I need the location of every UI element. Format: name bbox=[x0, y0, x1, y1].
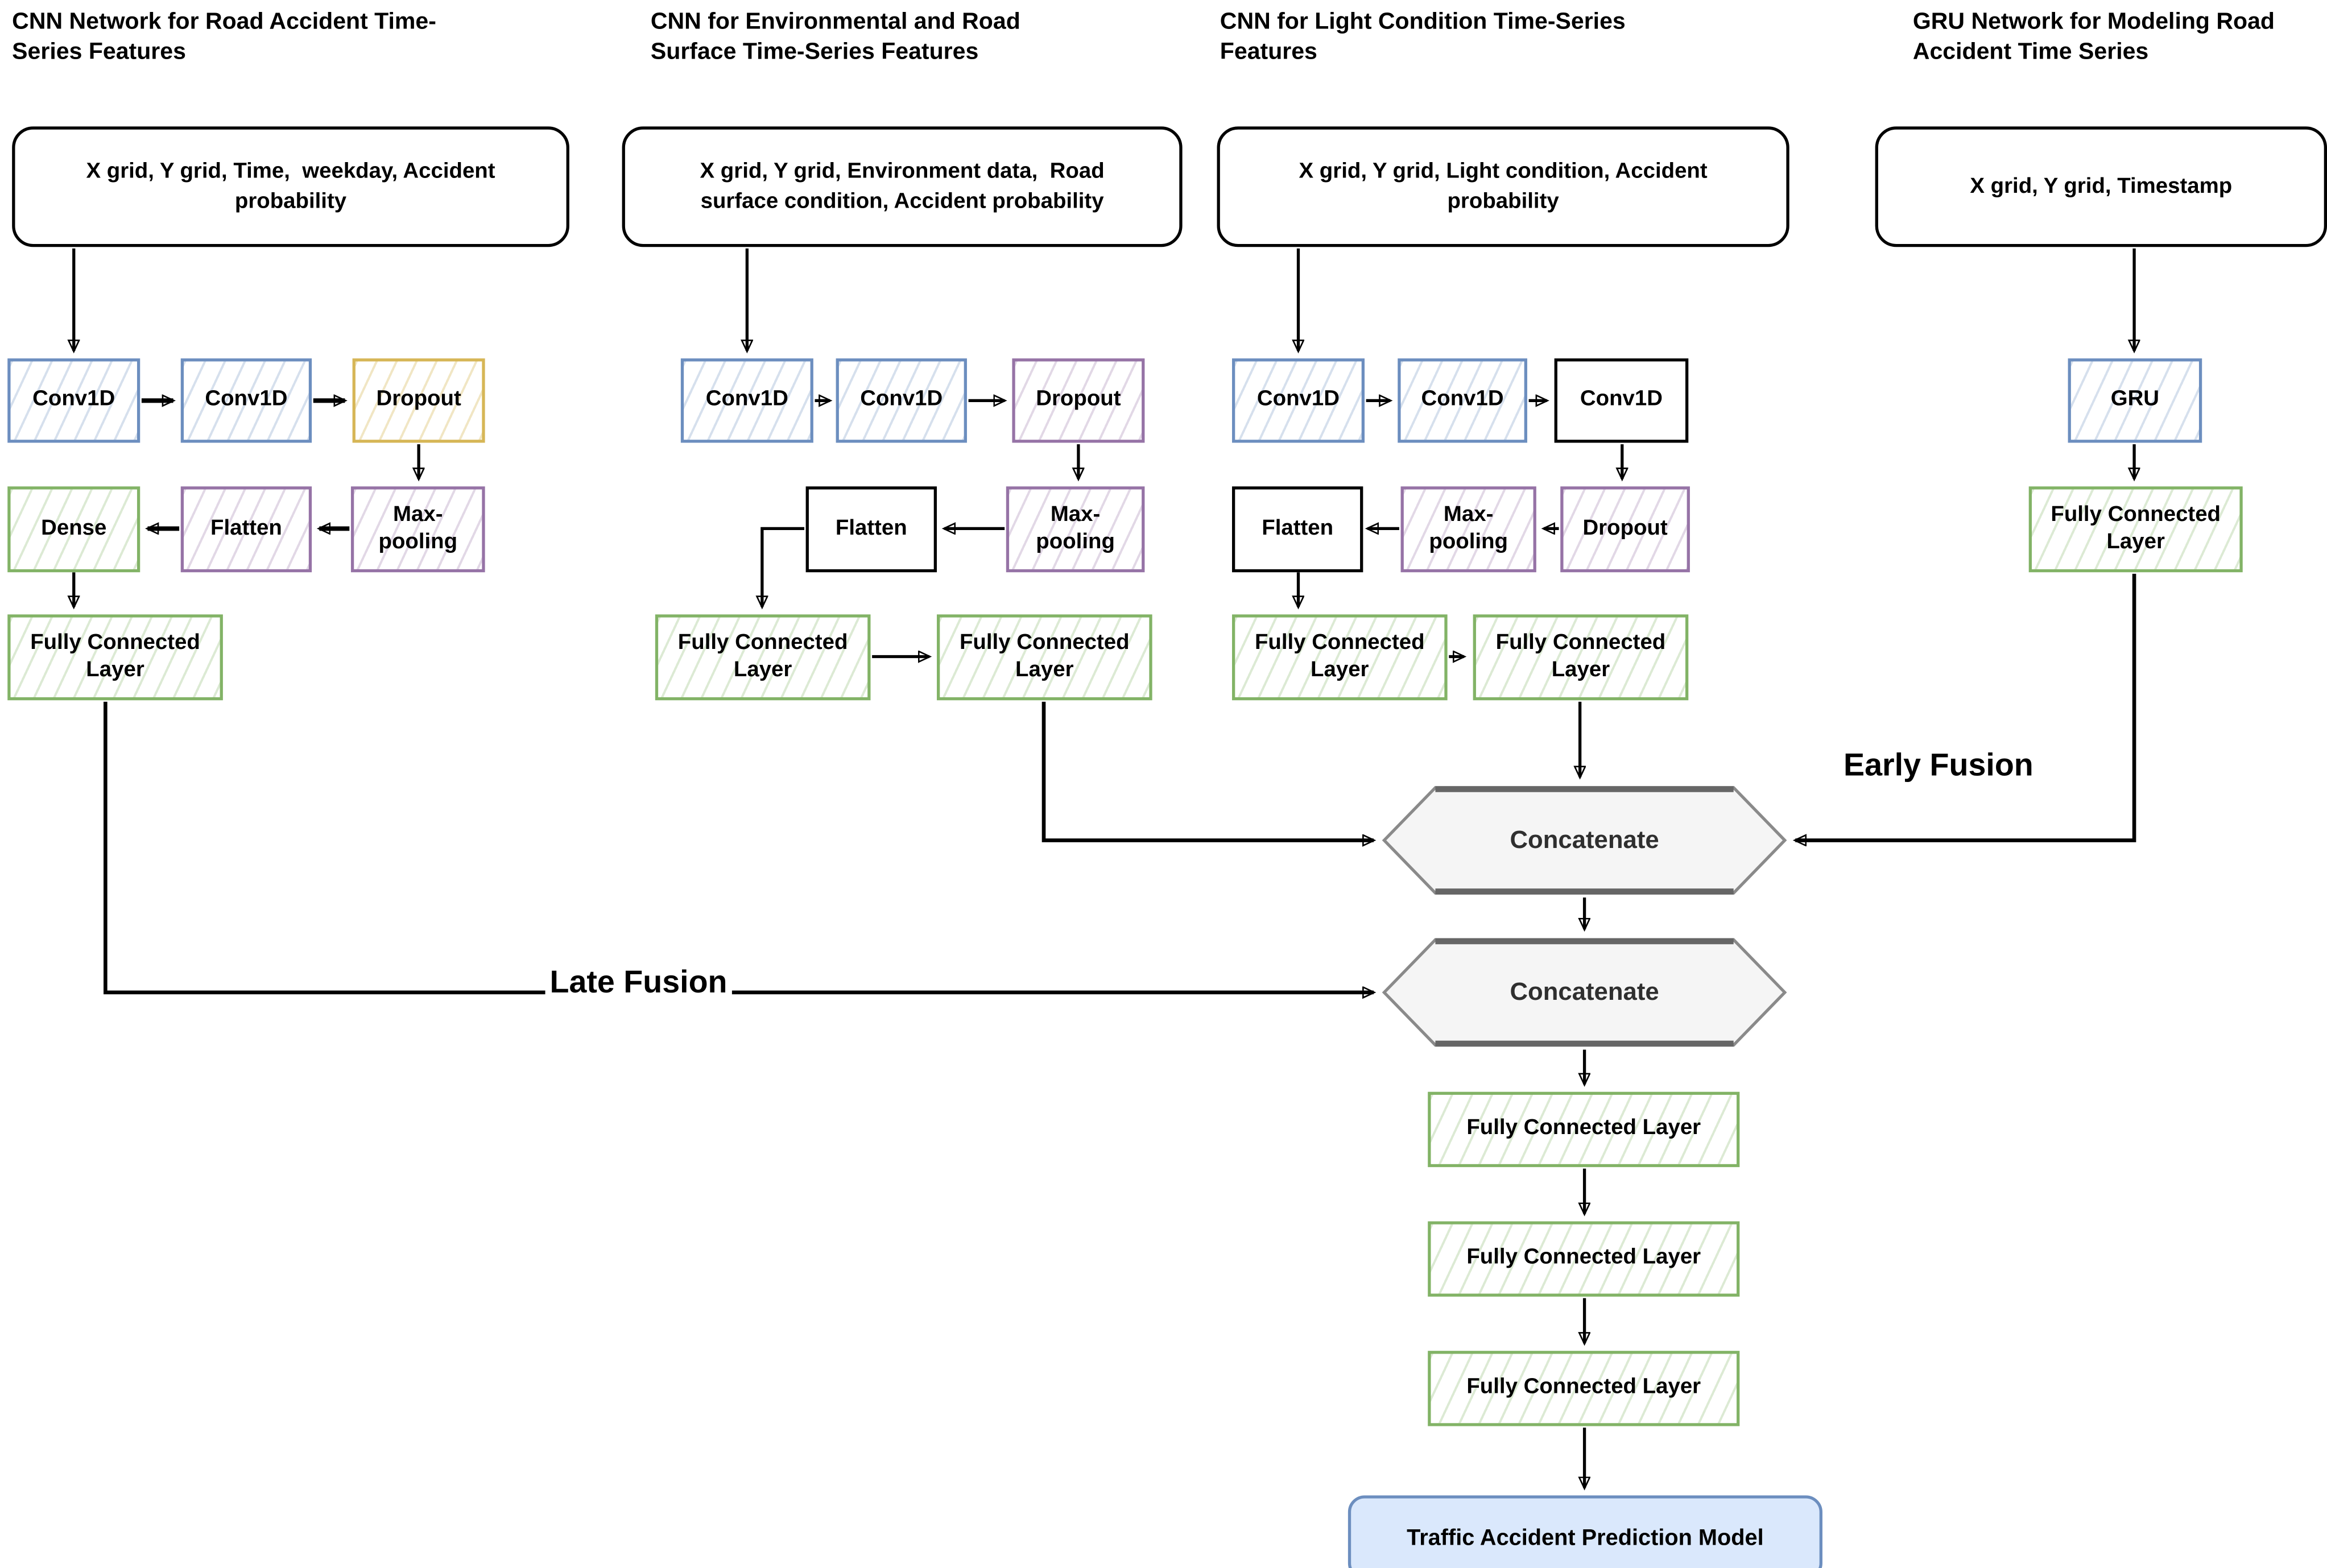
column2-title: CNN for Environmental and Road Surface T… bbox=[650, 9, 1020, 66]
col3-maxpooling: Max- pooling bbox=[1400, 486, 1536, 573]
col1-fully-connected-layer: Fully Connected Layer bbox=[7, 614, 223, 701]
hexagon-shape bbox=[1382, 938, 1787, 1047]
col3-flatten: Flatten bbox=[1231, 486, 1363, 573]
col2-dropout: Dropout bbox=[1012, 358, 1145, 443]
traffic-accident-prediction-model: Traffic Accident Prediction Model bbox=[1348, 1495, 1822, 1568]
col3-fully-connected-layer-1: Fully Connected Layer bbox=[1231, 614, 1448, 701]
col2-flatten: Flatten bbox=[805, 486, 937, 573]
output-fully-connected-layer-2: Fully Connected Layer bbox=[1428, 1221, 1740, 1297]
input-environment-road-surface: X grid, Y grid, Environment data, Road s… bbox=[622, 126, 1183, 247]
column1-title: CNN Network for Road Accident Time- Seri… bbox=[12, 9, 436, 66]
col2-conv1d-2: Conv1D bbox=[836, 358, 967, 443]
col3-conv1d-1: Conv1D bbox=[1231, 358, 1365, 443]
connector-late-fusion bbox=[104, 701, 1374, 992]
col4-gru: GRU bbox=[2068, 358, 2202, 443]
col1-conv1d-1: Conv1D bbox=[7, 358, 140, 443]
input-light-condition-features: X grid, Y grid, Light condition, Acciden… bbox=[1217, 126, 1789, 247]
col3-conv1d-3: Conv1D bbox=[1554, 358, 1689, 443]
col2-fully-connected-layer-2: Fully Connected Layer bbox=[936, 614, 1152, 701]
connector-c2-flatten-fc1 bbox=[762, 527, 804, 607]
col1-flatten: Flatten bbox=[180, 486, 312, 573]
column4-title: GRU Network for Modeling Road Accident T… bbox=[1912, 9, 2275, 66]
col2-conv1d-1: Conv1D bbox=[680, 358, 813, 443]
col2-fully-connected-layer-1: Fully Connected Layer bbox=[655, 614, 871, 701]
col3-conv1d-2: Conv1D bbox=[1398, 358, 1527, 443]
col1-maxpooling: Max- pooling bbox=[350, 486, 485, 573]
concatenate-early-fusion-node: Concatenate bbox=[1381, 785, 1788, 896]
col1-conv1d-2: Conv1D bbox=[180, 358, 312, 443]
col3-dropout: Dropout bbox=[1560, 486, 1690, 573]
late-fusion-label: Late Fusion bbox=[545, 965, 732, 1002]
output-fully-connected-layer-3: Fully Connected Layer bbox=[1428, 1351, 1740, 1426]
col1-dense: Dense bbox=[7, 486, 140, 573]
hexagon-shape bbox=[1382, 786, 1787, 895]
concatenate-late-fusion-node: Concatenate bbox=[1381, 937, 1788, 1048]
input-grid-timestamp: X grid, Y grid, Timestamp bbox=[1875, 126, 2327, 247]
col2-maxpooling: Max- pooling bbox=[1006, 486, 1145, 573]
input-road-accident-features: X grid, Y grid, Time, weekday, Accident … bbox=[12, 126, 569, 247]
connector-c2-fc2-concat1 bbox=[1041, 701, 1374, 841]
column3-title: CNN for Light Condition Time-Series Feat… bbox=[1220, 9, 1626, 66]
output-fully-connected-layer-1: Fully Connected Layer bbox=[1428, 1091, 1740, 1168]
early-fusion-label: Early Fusion bbox=[1839, 748, 2038, 785]
col3-fully-connected-layer-2: Fully Connected Layer bbox=[1473, 614, 1689, 701]
col1-dropout: Dropout bbox=[352, 358, 485, 443]
connector-early-fusion bbox=[1795, 573, 2136, 841]
col4-fully-connected-layer: Fully Connected Layer bbox=[2028, 486, 2243, 573]
concatenate-label: Concatenate bbox=[1510, 978, 1659, 1006]
concatenate-label: Concatenate bbox=[1510, 826, 1659, 854]
